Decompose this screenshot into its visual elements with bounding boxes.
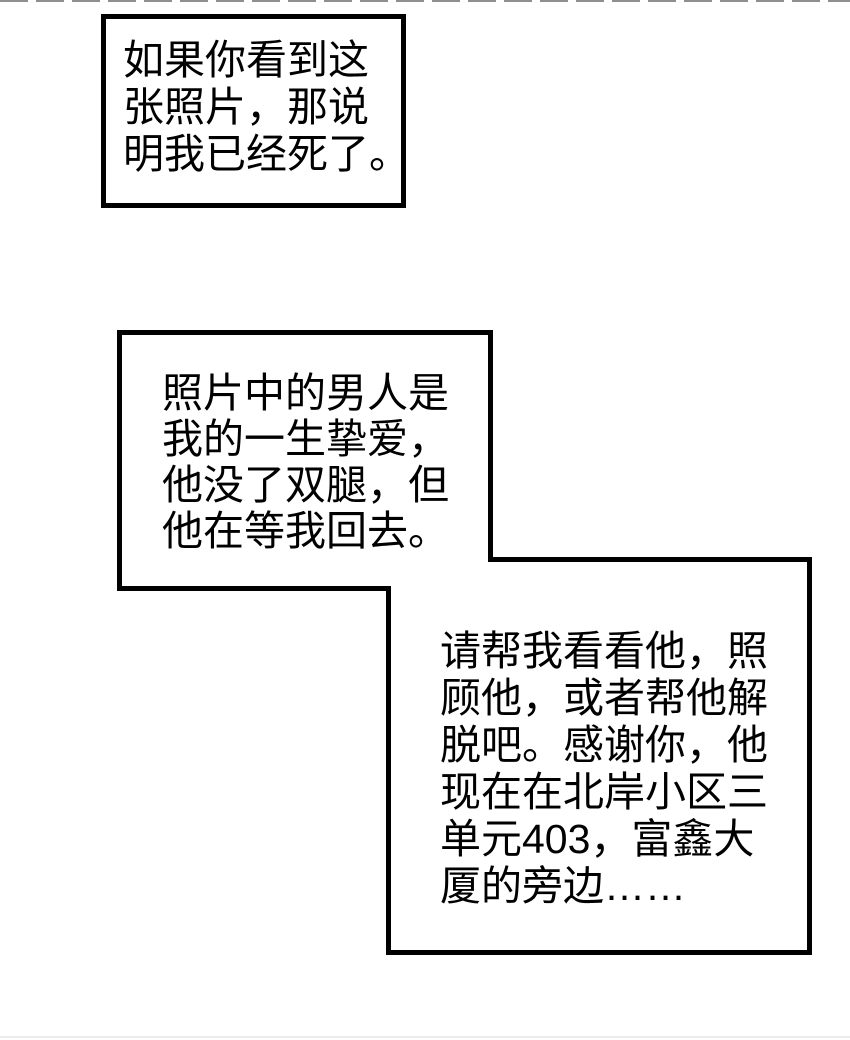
- top-panel-edge-line: [0, 0, 850, 2]
- speech-box-2-fill: [122, 335, 488, 586]
- speech-box-3-fill: [391, 562, 807, 950]
- speech-box-1-text: 如果你看到这 张照片，那说 明我已经死了。: [123, 37, 410, 177]
- bottom-panel-edge-line: [0, 1036, 850, 1038]
- speech-box-3-text: 请帮我看看他，照 顾他，或者帮他解 脱吧。感谢你，他 现在在北岸小区三 单元40…: [440, 628, 768, 909]
- speech-box-1: [101, 14, 406, 208]
- speech-box-2-text: 照片中的男人是 我的一生挚爱， 他没了双腿，但 他在等我回去。: [162, 370, 449, 554]
